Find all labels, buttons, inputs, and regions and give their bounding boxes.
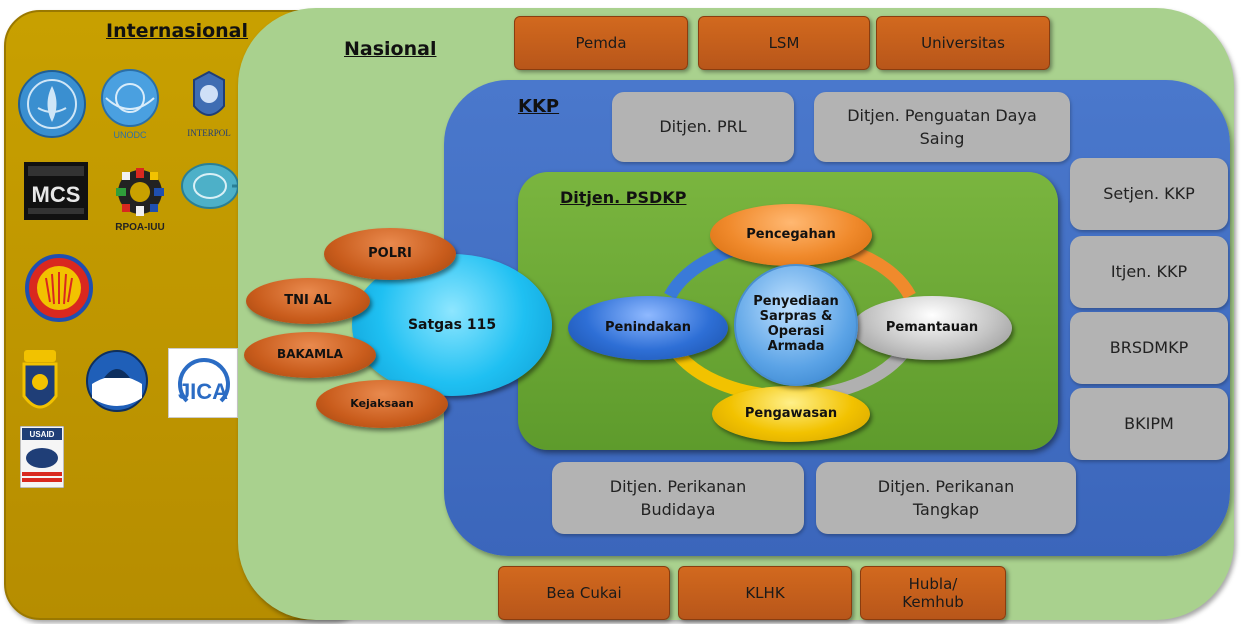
partner-universitas: Universitas xyxy=(876,16,1050,70)
satgas-member-tni-al: TNI AL xyxy=(246,278,370,324)
partner-klhk: KLHK xyxy=(678,566,852,620)
kkp-title: KKP xyxy=(518,96,560,117)
satgas-member-polri: POLRI xyxy=(324,228,456,280)
partner-bea-cukai: Bea Cukai xyxy=(498,566,670,620)
fao-logo xyxy=(18,70,86,138)
usaid-caption: USAID xyxy=(30,430,55,439)
asean-logo xyxy=(25,254,93,322)
jica-logo: JICA xyxy=(168,348,238,418)
international-title: Internasional xyxy=(106,20,249,42)
process-center-sarpras-armada: Penyediaan Sarpras & Operasi Armada xyxy=(734,264,858,386)
mcs-caption: MCS xyxy=(32,182,81,207)
unit-ditjen-penguatan-daya-saing: Ditjen. Penguatan Daya Saing xyxy=(814,92,1070,162)
partner-pemda: Pemda xyxy=(514,16,688,70)
unit-ditjen-perikanan-budidaya: Ditjen. Perikanan Budidaya xyxy=(552,462,804,534)
interpol-logo: INTERPOL xyxy=(187,70,231,138)
unodc-logo: UNODC xyxy=(101,69,159,140)
partner-hubla-kemhub: Hubla/ Kemhub xyxy=(860,566,1006,620)
psdkp-title: Ditjen. PSDKP xyxy=(560,188,687,207)
afma-logo xyxy=(22,350,58,409)
unit-bkipm: BKIPM xyxy=(1070,388,1228,460)
unodc-caption: UNODC xyxy=(114,130,147,140)
process-pengawasan: Pengawasan xyxy=(712,386,870,442)
jica-caption: JICA xyxy=(178,379,228,404)
rpoa-iuu-logo: RPOA-IUU xyxy=(115,168,165,233)
interpol-caption: INTERPOL xyxy=(187,128,231,138)
process-penindakan: Penindakan xyxy=(568,296,728,360)
unit-brsdmkp: BRSDMKP xyxy=(1070,312,1228,384)
noaa-logo xyxy=(86,350,148,412)
unit-setjen-kkp: Setjen. KKP xyxy=(1070,158,1228,230)
process-pemantauan: Pemantauan xyxy=(852,296,1012,360)
unit-itjen-kkp: Itjen. KKP xyxy=(1070,236,1228,308)
satgas-member-bakamla: BAKAMLA xyxy=(244,332,376,378)
mcs-network-logo: MCS xyxy=(24,162,88,220)
usaid-logo: USAID xyxy=(20,426,64,488)
rpoa-caption: RPOA-IUU xyxy=(115,222,164,233)
process-pencegahan: Pencegahan xyxy=(710,204,872,266)
national-title: Nasional xyxy=(344,38,437,60)
unit-ditjen-prl: Ditjen. PRL xyxy=(612,92,794,162)
satgas-member-kejaksaan: Kejaksaan xyxy=(316,380,448,428)
unit-ditjen-perikanan-tangkap: Ditjen. Perikanan Tangkap xyxy=(816,462,1076,534)
partner-lsm: LSM xyxy=(698,16,870,70)
